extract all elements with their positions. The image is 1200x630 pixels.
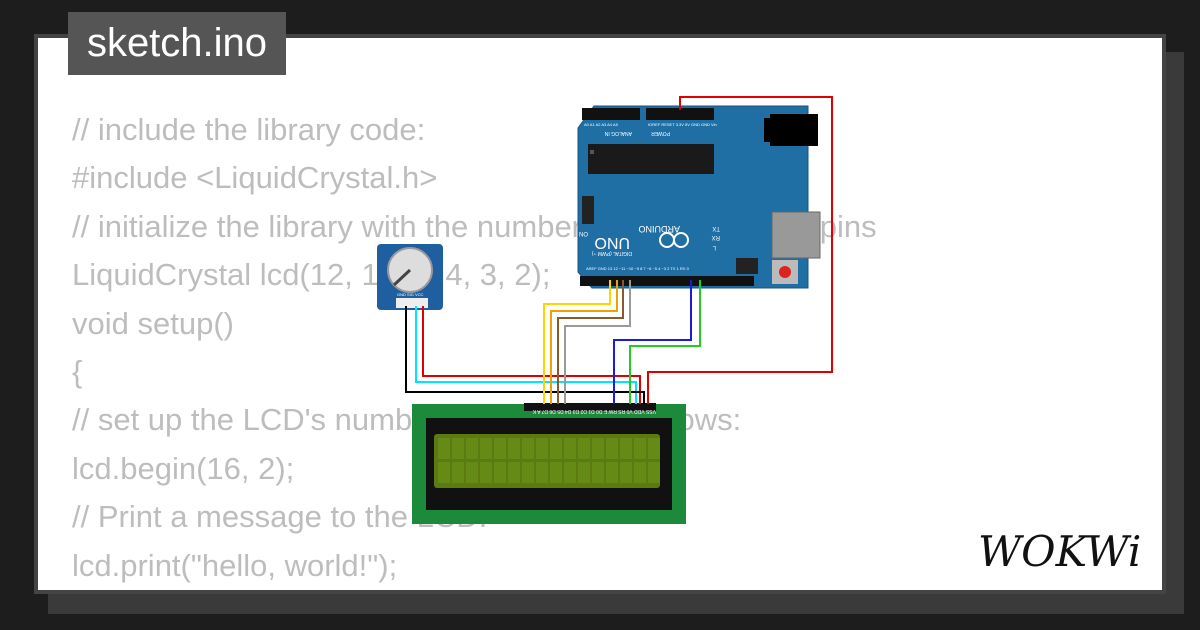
digital-pin-labels: AREF GND 13 12 ~11 ~10 ~9 8 7 ~6 ~5 4 ~3… [586, 266, 690, 271]
arduino-infinity-logo-icon [659, 232, 689, 248]
arduino-brand-label: ARDUINO [638, 224, 680, 234]
code-line: // include the library code: [72, 112, 426, 147]
potentiometer[interactable]: GND SIG VCC [377, 244, 443, 310]
lcd-cell [606, 462, 618, 483]
lcd-cell [536, 462, 548, 483]
code-line: void setup() [72, 305, 234, 341]
lcd-cell [480, 462, 492, 483]
wire-d11 [613, 280, 692, 404]
lcd-cell [620, 462, 632, 483]
l-led-label: L [712, 244, 716, 250]
digital-label: DIGITAL (PWM ~) [592, 250, 632, 256]
lcd-cell [536, 438, 548, 459]
lcd-cell [466, 462, 478, 483]
rx-label: RX [712, 234, 720, 240]
wire-pot-vcc [422, 306, 641, 404]
wire-5v [647, 96, 833, 404]
wokwi-logo-text: WOKWi [978, 527, 1141, 576]
lcd-cell [550, 438, 562, 459]
lcd-character-grid [438, 438, 660, 483]
lcd-cell [634, 438, 646, 459]
analog-label: ANALOG IN [604, 130, 632, 136]
wire-d12 [629, 280, 701, 404]
lcd-cell [522, 438, 534, 459]
lcd-cell [606, 438, 618, 459]
code-line: #include <LiquidCrystal.h> [72, 160, 438, 196]
lcd-cell [494, 438, 506, 459]
pot-pin-labels: GND SIG VCC [397, 292, 424, 297]
lcd-cell [522, 462, 534, 483]
arduino-uno-board[interactable]: ARDUINO UNO ON TX RX L DIGITAL (PWM ~) A… [577, 105, 821, 289]
wires [405, 96, 833, 404]
lcd-cell [578, 462, 590, 483]
lcd-cell [634, 462, 646, 483]
knob-pointer [392, 268, 412, 287]
lcd-cell [508, 438, 520, 459]
lcd-cell [494, 462, 506, 483]
lcd-cell [648, 462, 660, 483]
lcd-cell [620, 438, 632, 459]
lcd-cell [452, 438, 464, 459]
lcd-cell [508, 462, 520, 483]
file-tab[interactable]: sketch.ino [68, 12, 286, 75]
wire-pot-gnd [405, 306, 645, 404]
power-label: POWER [651, 130, 670, 136]
lcd-cell [648, 438, 660, 459]
lcd-cell [592, 438, 604, 459]
code-line: { [72, 354, 83, 390]
lcd-cell [564, 438, 576, 459]
tx-label: TX [712, 225, 720, 231]
wokwi-logo: WOKWi [978, 527, 1141, 576]
code-line: lcd.print("hello, world!"); [72, 547, 398, 583]
lcd-cell [438, 462, 450, 483]
wire-d2 [543, 280, 611, 404]
lcd-cell [592, 462, 604, 483]
arduino-model-label: UNO [594, 234, 630, 251]
power-pin-labels: IOREF RESET 3.3V 5V GND GND Vin [648, 122, 717, 127]
lcd-cell [438, 438, 450, 459]
wire-d3 [550, 280, 618, 404]
lcd-16x2[interactable]: VSS VDD V0 RS RW E D0 D1 D2 D3 D4 D5 D6 … [412, 403, 686, 524]
on-led-label: ON [579, 230, 588, 236]
code-editor: // include the library code: #include <Li… [72, 106, 877, 590]
lcd-pin-labels: VSS VDD V0 RS RW E D0 D1 D2 D3 D4 D5 D6 … [532, 408, 656, 414]
lcd-cell [480, 438, 492, 459]
wire-pot-sig [415, 306, 637, 404]
lcd-cell [564, 462, 576, 483]
lcd-cell [452, 462, 464, 483]
wire-d4 [557, 280, 624, 404]
lcd-cell [550, 462, 562, 483]
analog-pin-labels: A0 A1 A2 A3 A4 A5 [584, 122, 619, 127]
lcd-cell [578, 438, 590, 459]
wire-d5 [564, 280, 631, 404]
lcd-cell [466, 438, 478, 459]
code-line: lcd.begin(16, 2); [72, 450, 295, 486]
